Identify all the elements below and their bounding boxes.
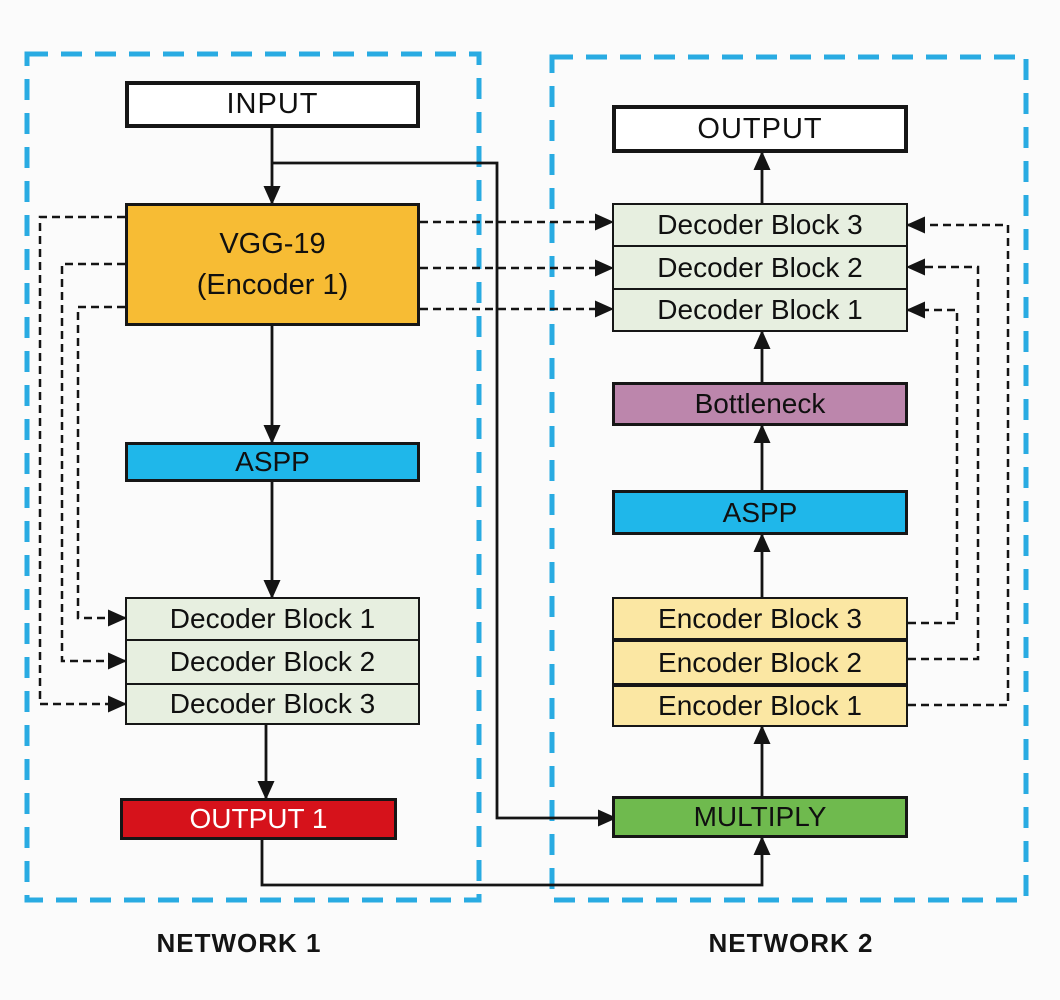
decoder-block3-left-node: Decoder Block 3 — [125, 683, 420, 725]
decoder-block2-left-node: Decoder Block 2 — [125, 639, 420, 685]
vgg-label-line1: VGG-19 — [219, 228, 326, 261]
decoder-block1-right-node: Decoder Block 1 — [612, 288, 908, 332]
output-node: OUTPUT — [612, 105, 908, 153]
output1-label: OUTPUT 1 — [189, 803, 328, 835]
decoder-block1-right-label: Decoder Block 1 — [657, 294, 863, 326]
encoder-block2-node: Encoder Block 2 — [612, 640, 908, 685]
skip-vgg-to-decoder3-left — [38, 215, 127, 713]
vgg-encoder1-node: VGG-19 (Encoder 1) — [125, 203, 420, 326]
arrow-input-to-multiply — [272, 161, 617, 827]
encoder-block1-label: Encoder Block 1 — [658, 690, 862, 722]
decoder-block3-right-label: Decoder Block 3 — [657, 209, 863, 241]
skip-encoder3-to-decoder1 — [906, 301, 959, 625]
skip-encoder2-to-decoder2 — [906, 258, 980, 661]
skip-vgg-to-decoder1-left — [76, 305, 127, 627]
decoder-block3-right-node: Decoder Block 3 — [612, 203, 908, 247]
decoder-block3-left-label: Decoder Block 3 — [169, 688, 376, 720]
encoder-block2-label: Encoder Block 2 — [658, 646, 862, 678]
encoder-block1-node: Encoder Block 1 — [612, 685, 908, 727]
decoder-block2-left-label: Decoder Block 2 — [169, 646, 376, 678]
encoder-block3-label: Encoder Block 3 — [658, 602, 862, 634]
network1-label: NETWORK 1 — [156, 928, 322, 958]
multiply-node: MULTIPLY — [612, 796, 908, 838]
skip-encoder1-to-decoder3 — [906, 216, 1010, 707]
decoder-block1-left-label: Decoder Block 1 — [169, 603, 376, 635]
encoder-block3-node: Encoder Block 3 — [612, 597, 908, 640]
aspp2-node: ASPP — [612, 490, 908, 535]
bottleneck-node: Bottleneck — [612, 382, 908, 426]
input-node: INPUT — [125, 81, 420, 128]
output-label: OUTPUT — [697, 112, 823, 145]
vgg-label-line2: (Encoder 1) — [196, 268, 349, 301]
network2-label: NETWORK 2 — [708, 928, 874, 958]
network2-boundary — [549, 54, 1029, 903]
aspp1-label: ASPP — [235, 446, 310, 478]
decoder-block1-left-node: Decoder Block 1 — [125, 597, 420, 641]
multiply-label: MULTIPLY — [693, 801, 827, 833]
arrow-output1-to-multiply — [260, 836, 771, 887]
aspp1-node: ASPP — [125, 442, 420, 482]
bottleneck-label: Bottleneck — [694, 388, 826, 420]
aspp2-label: ASPP — [722, 496, 798, 528]
input-label: INPUT — [226, 88, 319, 121]
decoder-block2-right-label: Decoder Block 2 — [657, 251, 863, 283]
skip-vgg-to-decoder2-left — [60, 262, 127, 670]
decoder-block2-right-node: Decoder Block 2 — [612, 245, 908, 290]
output1-node: OUTPUT 1 — [120, 798, 397, 840]
